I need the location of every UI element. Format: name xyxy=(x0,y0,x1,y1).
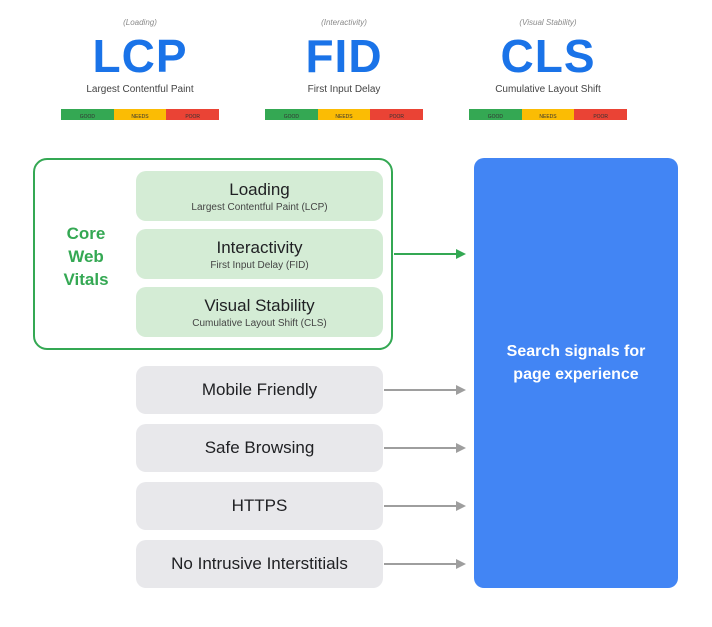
rating-scale: GOOD NEEDS POOR xyxy=(469,109,628,120)
pill-subtitle: Cumulative Layout Shift (CLS) xyxy=(192,317,327,329)
cwv-loading: Loading Largest Contentful Paint (LCP) xyxy=(136,171,383,221)
pill-subtitle: First Input Delay (FID) xyxy=(210,259,309,271)
scale-needs: NEEDS xyxy=(317,109,371,120)
metric-cls: (Visual Stability) CLS Cumulative Layout… xyxy=(458,18,638,120)
scale-good: GOOD xyxy=(61,109,114,120)
scale-needs: NEEDS xyxy=(113,109,167,120)
arrow-no-intrusive-interstitials xyxy=(384,559,466,569)
page-experience-signals-box: Search signals for page experience xyxy=(474,158,678,588)
pill-title: No Intrusive Interstitials xyxy=(171,554,348,573)
pill-title: Safe Browsing xyxy=(204,438,315,457)
pill-title: Visual Stability xyxy=(204,295,315,315)
pill-title: Interactivity xyxy=(216,237,303,257)
metric-category: (Visual Stability) xyxy=(519,18,577,27)
rating-scale: GOOD NEEDS POOR xyxy=(265,109,424,120)
signal-mobile-friendly: Mobile Friendly xyxy=(136,366,383,414)
scale-good: GOOD xyxy=(265,109,318,120)
cwv-label-line: Vitals xyxy=(63,270,109,289)
scale-poor: POOR xyxy=(166,109,220,120)
metric-acronym: LCP xyxy=(92,30,188,82)
metric-name: Cumulative Layout Shift xyxy=(495,84,601,95)
metric-name: First Input Delay xyxy=(307,84,381,95)
cwv-label-line: Web xyxy=(68,247,104,266)
scale-good: GOOD xyxy=(469,109,522,120)
signal-no-intrusive-interstitials: No Intrusive Interstitials xyxy=(136,540,383,588)
signal-safe-browsing: Safe Browsing xyxy=(136,424,383,472)
pill-title: Loading xyxy=(229,179,290,199)
scale-poor: POOR xyxy=(574,109,628,120)
pill-title: HTTPS xyxy=(231,496,288,515)
cwv-interactivity: Interactivity First Input Delay (FID) xyxy=(136,229,383,279)
metric-name: Largest Contentful Paint xyxy=(86,84,194,95)
metric-category: (Interactivity) xyxy=(321,18,367,27)
arrow-safe-browsing xyxy=(384,443,466,453)
arrow-https xyxy=(384,501,466,511)
pill-title: Mobile Friendly xyxy=(201,380,318,399)
scale-poor: POOR xyxy=(370,109,424,120)
metric-acronym: CLS xyxy=(500,30,596,82)
cwv-label-line: Core xyxy=(66,224,106,243)
rating-scale: GOOD NEEDS POOR xyxy=(61,109,220,120)
core-web-vitals-box xyxy=(33,158,393,350)
page-experience-label: Search signals for page experience xyxy=(506,343,646,383)
pill-subtitle: Largest Contentful Paint (LCP) xyxy=(191,201,328,213)
arrow-cwv xyxy=(394,249,466,259)
metric-acronym: FID xyxy=(305,30,383,82)
metric-category: (Loading) xyxy=(123,18,157,27)
metric-fid: (Interactivity) FID First Input Delay GO… xyxy=(254,18,434,120)
scale-needs: NEEDS xyxy=(521,109,575,120)
signal-https: HTTPS xyxy=(136,482,383,530)
arrow-mobile-friendly xyxy=(384,385,466,395)
core-web-vitals-label: Core Web Vitals xyxy=(48,222,124,291)
cwv-visual-stability: Visual Stability Cumulative Layout Shift… xyxy=(136,287,383,337)
metric-lcp: (Loading) LCP Largest Contentful Paint G… xyxy=(50,18,230,120)
